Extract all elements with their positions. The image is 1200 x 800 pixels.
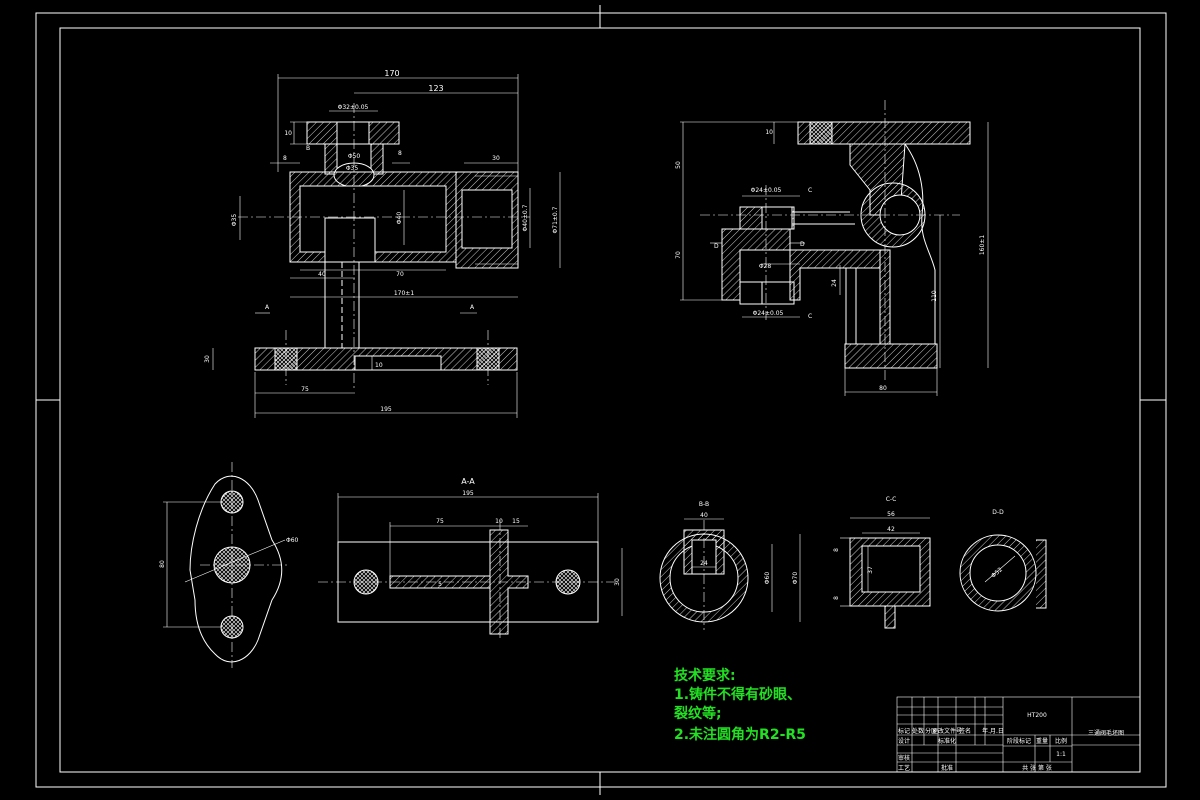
c-mark-top: C bbox=[808, 187, 812, 194]
title-design: 设计 bbox=[898, 737, 910, 745]
dim-bb-inner-d: Φ60 bbox=[764, 572, 771, 585]
title-block: HT200 三通阀毛坯图 标记 处数 分区 更改文件号 签名 年.月.日 设计 … bbox=[896, 696, 1141, 773]
dim-bb-outer-d: Φ70 bbox=[792, 572, 799, 585]
dim-total-h: 160±1 bbox=[979, 235, 986, 255]
title-process: 工艺 bbox=[898, 764, 910, 772]
dim-width: 80 bbox=[879, 385, 887, 392]
title-weight: 重量 bbox=[1036, 737, 1048, 745]
section-cc-title: C-C bbox=[886, 496, 897, 503]
dim-seg70: 70 bbox=[396, 271, 404, 278]
dim-bore-d: Φ35 bbox=[346, 165, 359, 172]
dim-bb-top-w: 40 bbox=[700, 512, 708, 519]
dim-inner: Φ28 bbox=[759, 263, 772, 270]
section-aa-title: A-A bbox=[461, 477, 475, 486]
title-scale-value: 1:1 bbox=[1056, 751, 1066, 758]
dim-aa-slot-w: 5 bbox=[438, 581, 442, 588]
title-approve: 批准 bbox=[941, 764, 953, 772]
section-aa: A-A 195 75 10 15 30 5 bbox=[318, 477, 623, 640]
section-dd: D-D Φ52 bbox=[959, 509, 1047, 612]
dim-right-step: 8 bbox=[398, 150, 402, 157]
dim-right-length: 123 bbox=[428, 84, 443, 93]
dim-base-total: 195 bbox=[380, 406, 392, 413]
dim-cc-inner-w: 42 bbox=[887, 526, 895, 533]
dim-top-h: 10 bbox=[765, 129, 773, 136]
dim-aa-rib: 15 bbox=[512, 518, 520, 525]
title-label-sign: 签名 bbox=[959, 727, 971, 735]
dim-neck-d: Φ50 bbox=[348, 153, 361, 160]
section-a-right: A bbox=[470, 304, 475, 311]
tech-line-3: 2.未注圆角为R2-R5 bbox=[674, 726, 806, 743]
dim-base-left: 75 bbox=[301, 386, 309, 393]
title-drawing-name: 三通阀毛坯图 bbox=[1088, 729, 1124, 737]
section-dd-title: D-D bbox=[992, 509, 1004, 516]
section-bb: B-B 40 24 Φ60 Φ70 bbox=[659, 501, 801, 630]
side-view: 10 50 Φ24±0.05 70 D D Φ28 C C 24 Φ24±0.0… bbox=[675, 100, 989, 396]
dim-flange-height: 10 bbox=[284, 130, 292, 137]
title-material: HT200 bbox=[1027, 712, 1047, 719]
dim-seg40: 40 bbox=[318, 271, 326, 278]
dim-body-len: 170±1 bbox=[394, 290, 414, 297]
dim-depth: 110 bbox=[931, 290, 938, 302]
drawing-frame bbox=[35, 5, 1167, 795]
dim-overall-length: 170 bbox=[384, 69, 399, 78]
dim-upper-h: 50 bbox=[675, 161, 682, 169]
tech-line-2: 裂纹等; bbox=[673, 705, 722, 722]
dim-mid-d: Φ40 bbox=[396, 212, 403, 225]
title-standard: 标准化 bbox=[938, 737, 956, 745]
dim-left-d: Φ35 bbox=[231, 214, 238, 227]
tech-requirements: 技术要求: 1.铸件不得有砂眼、 裂纹等; 2.未注圆角为R2-R5 bbox=[673, 667, 806, 743]
dim-outer-d1: Φ40±0.7 bbox=[522, 204, 529, 231]
title-check: 审核 bbox=[898, 754, 910, 762]
dim-cc-left-top: 8 bbox=[833, 548, 840, 552]
dim-aa-left: 75 bbox=[436, 518, 444, 525]
d-mark-right: D bbox=[800, 241, 805, 248]
dim-mid-24: 24 bbox=[831, 279, 838, 287]
b-mark: B bbox=[306, 145, 310, 152]
dim-left-step: 8 bbox=[283, 155, 287, 162]
dim-aa-total: 195 bbox=[462, 490, 474, 497]
title-stage: 阶段标记 bbox=[1007, 737, 1031, 745]
title-label-mark: 标记 bbox=[898, 727, 910, 735]
front-view: 170 123 Φ32±0.05 10 Φ50 Φ35 8 8 B 30 Φ35… bbox=[204, 69, 561, 418]
dim-bore-bottom: Φ24±0.05 bbox=[753, 310, 784, 317]
title-label-zone: 分区 bbox=[925, 727, 937, 735]
dim-base-h: 30 bbox=[204, 355, 211, 363]
flange-view: 80 Φ60 bbox=[159, 462, 299, 668]
dim-flange-height: 80 bbox=[159, 560, 166, 568]
title-sheets: 共 张 第 张 bbox=[1022, 764, 1052, 772]
title-label-count: 处数 bbox=[912, 727, 924, 735]
dim-outer-d2: Φ71±0.7 bbox=[552, 206, 559, 233]
title-scale: 比例 bbox=[1055, 737, 1067, 745]
dim-aa-slot: 10 bbox=[495, 518, 503, 525]
section-cc: C-C 56 42 37 8 8 bbox=[833, 496, 931, 629]
dim-bore-top: Φ24±0.05 bbox=[751, 187, 782, 194]
section-a-left: A bbox=[265, 304, 270, 311]
dim-cc-left-bottom: 8 bbox=[833, 596, 840, 600]
dim-flange-center: Φ60 bbox=[286, 537, 299, 544]
dim-lower-h: 70 bbox=[675, 251, 682, 259]
d-mark-left: D bbox=[714, 243, 719, 250]
dim-top-bore: Φ32±0.05 bbox=[338, 104, 369, 111]
dim-bb-inner-w: 24 bbox=[700, 560, 708, 567]
dim-thread-len: 30 bbox=[492, 155, 500, 162]
c-mark-bottom: C bbox=[808, 313, 812, 320]
tech-line-1: 1.铸件不得有砂眼、 bbox=[674, 686, 801, 703]
dim-aa-height: 30 bbox=[614, 578, 621, 586]
dim-cc-outer-w: 56 bbox=[887, 511, 895, 518]
tech-title: 技术要求: bbox=[674, 667, 736, 684]
dim-cc-inner-h: 37 bbox=[867, 566, 874, 574]
section-bb-title: B-B bbox=[699, 501, 709, 508]
title-label-date: 年.月.日 bbox=[982, 727, 1004, 735]
dim-base-mid: 10 bbox=[375, 362, 383, 369]
title-label-change: 更改文件号 bbox=[932, 727, 962, 735]
